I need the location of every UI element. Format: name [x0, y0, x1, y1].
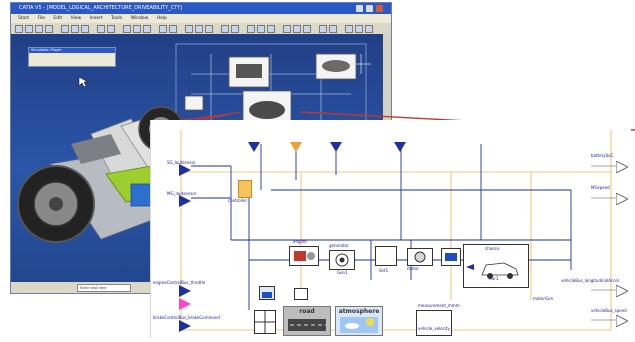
maximize-button[interactable] — [366, 5, 373, 12]
toolbar-button[interactable] — [221, 25, 229, 33]
toolbar-button[interactable] — [283, 25, 291, 33]
window-titlebar: CATIA V5 - [MODEL_LOGICAL_ARCHITECTURE_D… — [11, 3, 391, 14]
input-port-pink[interactable] — [179, 298, 191, 310]
palette-title: Simulation Player — [29, 48, 115, 53]
input-port-arrow[interactable] — [248, 142, 260, 154]
output-port-accel[interactable] — [616, 285, 628, 297]
modelica-diagram-panel: SG_lautsensor MG_lautsensor engineContro… — [150, 120, 631, 338]
chassis-label: chassis — [485, 246, 500, 251]
toolbar-button[interactable] — [25, 25, 33, 33]
toolbar-button[interactable] — [231, 25, 239, 33]
toolbar-button[interactable] — [319, 25, 327, 33]
car1-label: Car1 — [489, 276, 499, 281]
chassis-block[interactable] — [463, 244, 529, 288]
atmosphere-block[interactable]: atmosphere — [335, 306, 383, 336]
engine-block[interactable] — [289, 246, 319, 266]
road-block[interactable]: road — [283, 306, 331, 336]
toolbar-button[interactable] — [205, 25, 213, 33]
generator-block[interactable] — [329, 250, 355, 270]
toolbar-button[interactable] — [143, 25, 151, 33]
toolbar-button[interactable] — [257, 25, 265, 33]
output-port-speed[interactable] — [616, 315, 628, 327]
battery-sensor-block[interactable] — [294, 288, 308, 300]
motor-block[interactable] — [407, 248, 433, 266]
set1-label: Set1 — [379, 268, 389, 273]
input-port-brake[interactable] — [179, 320, 191, 332]
toolbar-button[interactable] — [169, 25, 177, 33]
atmosphere-label: atmosphere — [338, 308, 380, 315]
output-label-accel: vehicleBus_longitudinalAccel — [561, 278, 619, 283]
input-label-sg: SG_lautsensor — [167, 160, 196, 165]
toolbar-button[interactable] — [293, 25, 301, 33]
window-title: CATIA V5 - [MODEL_LOGICAL_ARCHITECTURE_D… — [19, 5, 183, 11]
input-port-throttle[interactable] — [179, 285, 191, 297]
menu-window[interactable]: Window — [130, 16, 149, 21]
toolbar-button[interactable] — [185, 25, 193, 33]
controller-block[interactable] — [238, 180, 252, 198]
gen1-label: Gen1 — [337, 270, 348, 275]
toolbar-button[interactable] — [97, 25, 105, 33]
toolbar-button[interactable] — [133, 25, 141, 33]
toolbar-button[interactable] — [365, 25, 373, 33]
driver-block[interactable] — [259, 286, 275, 300]
minimize-button[interactable] — [356, 5, 363, 12]
motorgen-label: motorGen — [533, 296, 554, 301]
menu-start[interactable]: Start — [18, 16, 29, 21]
toolbar-button[interactable] — [355, 25, 363, 33]
output-label-soc: batterySoC — [591, 153, 614, 158]
input-port-mg[interactable] — [179, 195, 191, 207]
toolbar-button[interactable] — [81, 25, 89, 33]
measurement-block[interactable] — [416, 310, 452, 336]
toolbar-button[interactable] — [345, 25, 353, 33]
toolbar — [11, 23, 391, 35]
menu-tools[interactable]: Tools — [111, 16, 123, 21]
controller-label: controller — [228, 198, 248, 203]
measurement-label: measurement_mmm — [418, 303, 460, 308]
road-label: road — [299, 308, 315, 315]
toolbar-button[interactable] — [107, 25, 115, 33]
toolbar-button[interactable] — [45, 25, 53, 33]
toolbar-button[interactable] — [15, 25, 23, 33]
input-port-arrow[interactable] — [330, 142, 342, 154]
toolbar-button[interactable] — [195, 25, 203, 33]
toolbar-button[interactable] — [123, 25, 131, 33]
battery-block[interactable] — [441, 248, 461, 266]
simulation-player-palette[interactable]: Simulation Player — [28, 47, 116, 67]
toolbar-button[interactable] — [329, 25, 337, 33]
motor-label: motor — [407, 266, 420, 271]
menu-view[interactable]: View — [70, 16, 82, 21]
toolbar-button[interactable] — [247, 25, 255, 33]
toolbar-button[interactable] — [303, 25, 311, 33]
cursor-icon — [78, 76, 89, 88]
input-port-arrow[interactable] — [394, 142, 406, 154]
vehicle-velocity-label: vehicle_velocity — [418, 326, 450, 331]
output-label-speed: vehicleBus_speed — [591, 308, 627, 313]
output-port-soc[interactable] — [616, 161, 628, 173]
set-block[interactable] — [375, 246, 397, 266]
power-input-field[interactable]: Enter text here — [77, 284, 131, 292]
output-port-mgspeed[interactable] — [616, 193, 628, 205]
toolbar-button[interactable] — [35, 25, 43, 33]
input-label-brake: brakeControlBus_brakeCommand — [153, 315, 220, 320]
input-label-throttle: engineControlBus_throttle — [153, 280, 206, 285]
menu-help[interactable]: Help — [156, 16, 168, 21]
output-label-mgspeed: MGspeed — [591, 185, 610, 190]
modelica-wires — [180, 130, 621, 331]
input-label-mg: MG_lautsensor — [167, 191, 197, 196]
engine-label: engine — [293, 239, 307, 244]
menu-edit[interactable]: Edit — [53, 16, 63, 21]
compass-icon[interactable] — [351, 54, 371, 74]
toolbar-button[interactable] — [267, 25, 275, 33]
close-button[interactable] — [376, 5, 383, 12]
menu-bar: Start File Edit View Insert Tools Window… — [11, 14, 391, 23]
input-port-arrow[interactable] — [290, 142, 302, 154]
generator-label: generator — [329, 243, 349, 248]
grid-block[interactable] — [254, 310, 276, 334]
toolbar-button[interactable] — [159, 25, 167, 33]
menu-insert[interactable]: Insert — [89, 16, 103, 21]
toolbar-button[interactable] — [71, 25, 79, 33]
toolbar-button[interactable] — [61, 25, 69, 33]
input-port-sg[interactable] — [179, 164, 191, 176]
menu-file[interactable]: File — [37, 16, 45, 21]
